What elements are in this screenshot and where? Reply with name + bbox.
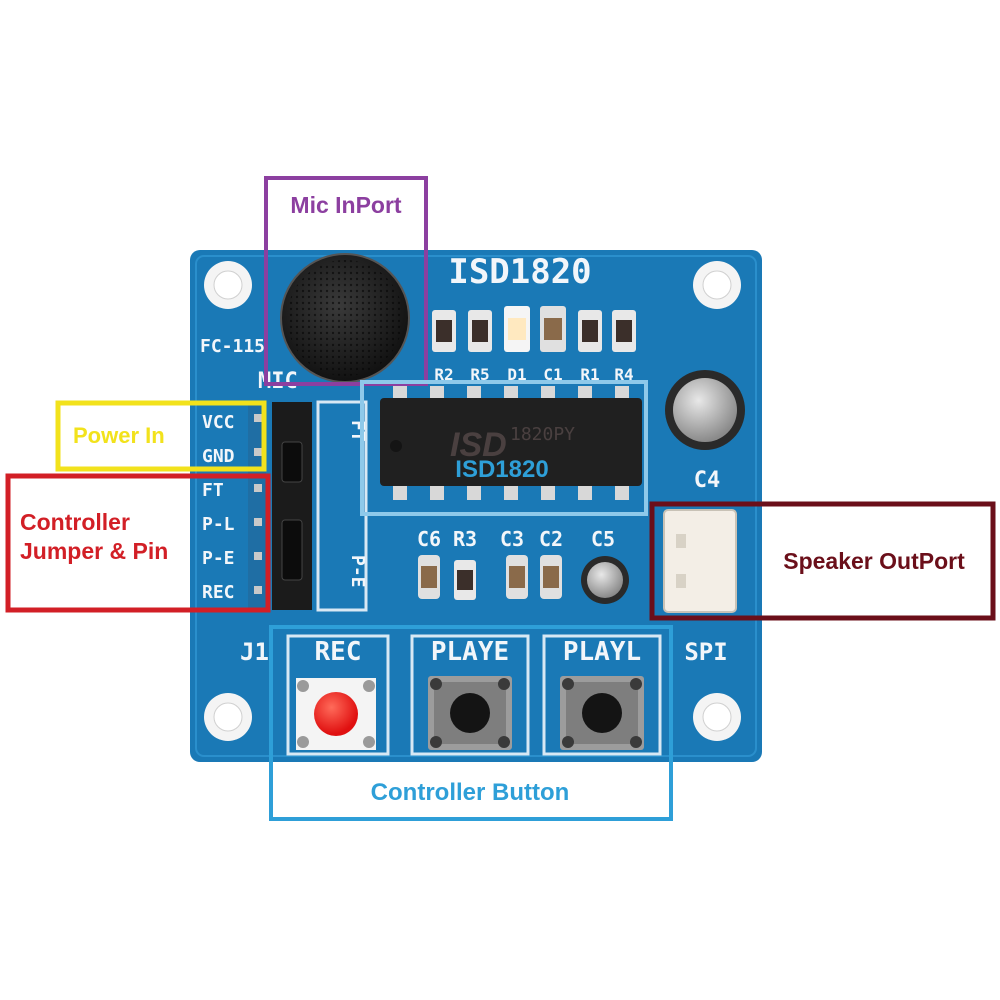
power-callout-label: Power In bbox=[73, 423, 165, 448]
capacitor-c4-silk: C4 bbox=[694, 468, 721, 493]
capacitor-c4 bbox=[665, 370, 745, 450]
component-silk-r5: R5 bbox=[470, 365, 489, 384]
button-callout-box bbox=[269, 625, 673, 821]
pin-label-rec: REC bbox=[202, 582, 235, 603]
pin-label-vcc: VCC bbox=[202, 412, 235, 433]
button-silk-playe: PLAYE bbox=[431, 637, 509, 667]
playe-button[interactable] bbox=[428, 676, 512, 750]
pin-label-p-e: P-E bbox=[202, 548, 235, 569]
speaker-silk: SPI bbox=[684, 638, 727, 666]
component-silk-c3: C3 bbox=[500, 527, 524, 551]
jumper-silk-ft: FT bbox=[347, 420, 368, 442]
component-silk-r1: R1 bbox=[580, 365, 599, 384]
chip-callout-box bbox=[360, 380, 648, 516]
pin-label-gnd: GND bbox=[202, 446, 235, 467]
mic-callout-box bbox=[264, 176, 428, 386]
middle-smd-components bbox=[418, 555, 562, 600]
top-smd-components bbox=[432, 306, 636, 352]
header-silk: J1 bbox=[240, 638, 269, 666]
isd1820-chip: ISD 1820PY bbox=[380, 386, 642, 500]
component-silk-r4: R4 bbox=[614, 365, 633, 384]
speaker-connector bbox=[663, 509, 737, 613]
chip-callout-label: ISD1820 bbox=[455, 456, 548, 483]
button-silk-rec: REC bbox=[315, 637, 362, 667]
pin-label-ft: FT bbox=[202, 480, 224, 501]
button-silk-playl: PLAYL bbox=[563, 637, 641, 667]
button-silk-frames bbox=[286, 634, 662, 756]
mounting-holes bbox=[204, 261, 741, 741]
microphone bbox=[280, 253, 410, 383]
chip-marking-part: 1820PY bbox=[510, 424, 575, 445]
controller-callout-label-line1: Controller bbox=[20, 509, 130, 535]
component-silk-c1: C1 bbox=[543, 365, 562, 384]
mic-silk: MIC bbox=[258, 369, 298, 394]
rec-button[interactable] bbox=[296, 678, 376, 750]
playl-button[interactable] bbox=[560, 676, 644, 750]
chip-marking-logo: ISD bbox=[450, 426, 507, 464]
pin-header bbox=[248, 402, 312, 610]
button-callout-label: Controller Button bbox=[371, 779, 570, 806]
pin-label-p-l: P-L bbox=[202, 514, 235, 535]
jumper-silk-pe: P-E bbox=[347, 555, 368, 588]
component-silk-d1: D1 bbox=[507, 365, 526, 384]
component-silk-c6: C6 bbox=[417, 527, 441, 551]
power-callout-box bbox=[55, 400, 267, 472]
capacitor-c5 bbox=[581, 556, 629, 604]
controller-callout-box bbox=[5, 473, 271, 613]
speaker-callout-box bbox=[649, 501, 996, 621]
controller-callout-label-line2: Jumper & Pin bbox=[20, 538, 168, 564]
speaker-callout-label: Speaker OutPort bbox=[783, 548, 965, 574]
board-title-silk: ISD1820 bbox=[448, 252, 591, 292]
component-silk-c5: C5 bbox=[591, 527, 615, 551]
mic-callout-label: Mic InPort bbox=[290, 192, 402, 218]
component-silk-c2: C2 bbox=[539, 527, 563, 551]
jumper-silk-box bbox=[316, 400, 368, 612]
component-silk-r3: R3 bbox=[453, 527, 477, 551]
board-model-silk: FC-115 bbox=[200, 336, 265, 357]
component-silk-r2: R2 bbox=[434, 365, 453, 384]
